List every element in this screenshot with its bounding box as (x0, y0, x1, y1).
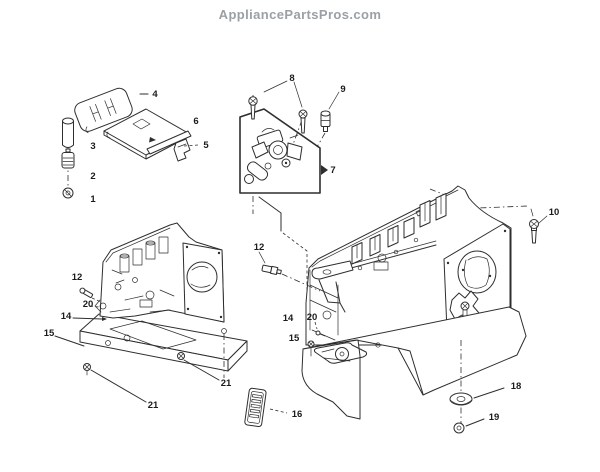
callout-10-leader (539, 216, 547, 223)
left-machine-posts (120, 237, 168, 272)
left-assembly-bed-base (80, 314, 247, 375)
callout-19-leader (466, 419, 484, 426)
callout-16-leader (270, 409, 287, 413)
right-machine-base (302, 307, 526, 424)
callout-16: 16 (292, 409, 303, 420)
hook-mechanism (245, 128, 303, 183)
left-assembly-leaders (55, 287, 224, 402)
left-assembly-machine-frame (95, 223, 224, 322)
rear-panel (444, 224, 510, 331)
part-16-vent-grille (244, 388, 266, 427)
site-title: AppliancePartsPros.com (218, 7, 382, 22)
callout-10: 10 (549, 207, 560, 218)
callout-2: 2 (90, 171, 95, 182)
callout-1: 1 (90, 194, 96, 205)
part-15-screw-right (308, 341, 314, 356)
callout-15-right: 15 (289, 333, 300, 344)
part-4-cover-plate (72, 86, 134, 135)
callout-18-leader (474, 388, 504, 398)
part-20-screw-right (315, 322, 325, 336)
part-9-standoff (317, 92, 339, 147)
callout-6: 6 (193, 116, 198, 127)
detail-box-7 (240, 95, 328, 298)
part-12-screw-left (79, 287, 93, 298)
part-19-cap (454, 419, 484, 433)
callout-20-left: 20 (83, 299, 94, 310)
part-2-bushing-group (62, 149, 74, 168)
callout-5-leader (184, 145, 198, 146)
callout-8-leaders (264, 81, 302, 107)
callout-labels: 1 2 3 4 5 6 7 8 9 10 12 12 14 14 15 15 1… (44, 73, 560, 423)
callout-15-left: 15 (44, 328, 55, 339)
free-arm-cavity (310, 270, 338, 340)
part-5-bracket (147, 131, 191, 161)
left-machine-mechanism (95, 270, 174, 312)
left-machine-rear-panel (183, 243, 224, 322)
part-3-pin-group (63, 118, 74, 188)
part-8-screws (249, 81, 307, 133)
callout-8: 8 (289, 73, 294, 84)
callout-9-leader (329, 92, 339, 109)
callout-9: 9 (340, 84, 345, 95)
callout-14-left: 14 (61, 311, 72, 322)
callout-21-right: 21 (221, 378, 232, 389)
part-12-pin-right (262, 265, 282, 276)
part-1-washer-group (63, 188, 73, 198)
callout-21-left: 21 (148, 400, 159, 411)
callout-12-left: 12 (72, 272, 83, 283)
callout-19: 19 (489, 412, 500, 423)
part-18-foot (450, 388, 504, 405)
callout-3: 3 (90, 141, 95, 152)
callout-7: 7 (330, 165, 335, 176)
callout-20-right: 20 (307, 312, 318, 323)
callout-4: 4 (152, 89, 158, 100)
callout-12-right: 12 (254, 242, 265, 253)
callout-5: 5 (203, 140, 209, 151)
callout-12-right-leader (259, 252, 265, 263)
right-machine-posts (352, 194, 446, 271)
callout-14-right: 14 (283, 313, 294, 324)
callout-18: 18 (511, 381, 522, 392)
